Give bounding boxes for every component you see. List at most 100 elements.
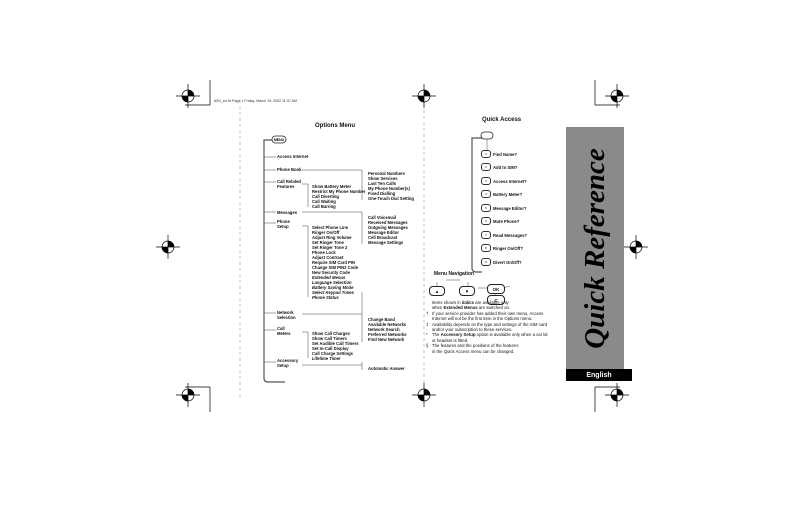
key-icon: 1 (481, 150, 491, 158)
call-meters-item: Show Call Charges (312, 331, 350, 336)
phone-book-item: My Phone Number(s) (368, 186, 410, 191)
phone-setup-item: Ringer On/Off (312, 230, 340, 235)
phone-setup-item: Change SIM PIN2 Code (312, 265, 359, 270)
key-icon: 7 (481, 231, 491, 239)
key-icon: 5 (481, 204, 491, 212)
phone-setup-item: Phone Status (312, 295, 339, 300)
svg-text:MENU: MENU (274, 138, 285, 142)
menu-accessory-line1: Accessory (277, 358, 299, 363)
network-item: Find New Network (368, 337, 405, 342)
note-line: and/or your subscription to these servic… (432, 327, 513, 333)
nav-up-button: ▲ (429, 286, 445, 296)
menu-navigation-title: Menu Navigation (434, 271, 475, 277)
menu-phone-book: Phone Book (277, 167, 302, 172)
messages-item: Call Voicemail (368, 215, 397, 220)
network-item: Change Band (368, 317, 395, 322)
phone-setup-item: Language Selection (312, 280, 352, 285)
phone-book-item: Last Ten Calls (368, 181, 397, 186)
messages-item: Received Messages (368, 220, 408, 225)
note-line: Internet will not be the first item in t… (432, 316, 533, 322)
call-meters-item: Lifetime Timer (312, 356, 341, 361)
phone-setup-item: Set Ringer Tone (312, 240, 344, 245)
phone-setup-item: Battery Saving Mode (312, 285, 354, 290)
menu-phone-setup-line1: Phone (277, 219, 290, 224)
note-line: Items shown in italics are available onl… (432, 300, 509, 305)
key-icon: 8 (481, 244, 491, 252)
menu-phone-setup-line2: Setup (277, 224, 289, 229)
menu-call-related-line1: Call Related (277, 179, 301, 184)
menu-network-line2: Selection (277, 315, 296, 320)
section-icon: § (426, 343, 429, 349)
phone-setup-item: Adjust Ring Volume (312, 235, 352, 240)
menu-call-meters-line1: Call (277, 326, 285, 331)
nav-down-button: ▼ (459, 286, 475, 296)
double-dagger-icon: ‡ (426, 321, 429, 327)
phone-book-item: Fixed Dialling (368, 191, 396, 196)
key-icon: 6 (481, 217, 491, 225)
menu-network-line1: Network (277, 310, 294, 315)
notes: Items shown in italics are available onl… (426, 300, 561, 354)
phone-book-item: Show Services (368, 176, 398, 181)
call-related-item: Restrict My Phone Number (312, 189, 366, 194)
accessory-item: Automatic Answer (368, 366, 405, 371)
note-line: §The features and the positions of the f… (426, 343, 519, 349)
key-icon: 9 (481, 258, 491, 266)
nav-c-button: C (487, 295, 505, 305)
asterisk-icon: * (426, 332, 428, 338)
note-line: or headset is fitted. (432, 337, 469, 343)
network-item: Network Search (368, 327, 400, 332)
note-line: †If your service provider has added thei… (426, 310, 544, 316)
phone-book-item: One-Touch Dial Setting (368, 196, 414, 201)
key-icon: 3 (481, 177, 491, 185)
network-item: Preferred Networks (368, 332, 407, 337)
phone-setup-item: Set Ringer Tone 2 (312, 245, 348, 250)
note-line: ‡Availability depends on the type and se… (426, 321, 548, 327)
print-header: 6/51_eu.fd Page 1 Friday, March 15, 2002… (214, 99, 297, 103)
menu-accessory-line2: Setup (277, 363, 289, 368)
phone-setup-item: Extended Menus (312, 275, 346, 280)
network-item: Available Networks (368, 322, 407, 327)
phone-setup-item: Adjust Contrast (312, 255, 344, 260)
menu-access-internet: Access Internet (277, 154, 309, 159)
messages-item: Message Settings (368, 240, 404, 245)
phone-setup-item: New Security Code (312, 270, 350, 275)
side-banner-title: Quick Reference (578, 147, 611, 349)
phone-setup-item: Select Phone Line (312, 225, 349, 230)
menu-call-meters-line2: Meters (277, 331, 291, 336)
menu-call-related-line2: Features (277, 184, 295, 189)
dagger-icon: † (426, 310, 429, 316)
options-menu-title: Options Menu (315, 123, 355, 129)
note-line: *The Accessory Setup option is available… (426, 332, 548, 338)
messages-item: Outgoing Messages (368, 225, 408, 230)
messages-item: Cell Broadcast (368, 235, 398, 240)
call-meters-item: Set Audible Call Timers (312, 341, 359, 346)
call-related-item: Call Diverting (312, 194, 339, 199)
call-meters-item: Set In-Call Display (312, 346, 349, 351)
phone-setup-item: Phone Lock (312, 250, 336, 255)
key-icon: 2 (481, 163, 491, 171)
call-meters-item: Call Charge Settings (312, 351, 353, 356)
phone-setup-item: Require SIM Card PIN (312, 260, 356, 265)
key-icon: 4 (481, 190, 491, 198)
call-related-item: Call Barring (312, 204, 336, 209)
nav-ok-button: OK (487, 284, 505, 294)
quick-access-title: Quick Access (482, 117, 522, 123)
call-related-item: Show Battery Meter (312, 184, 352, 189)
phone-book-item: Personal Numbers (368, 171, 406, 176)
phone-setup-item: Select Keypad Tones (312, 290, 354, 295)
menu-messages: Messages (277, 210, 298, 215)
note-line: in the Quick Access menu can be changed. (432, 348, 515, 354)
side-banner (566, 127, 624, 369)
